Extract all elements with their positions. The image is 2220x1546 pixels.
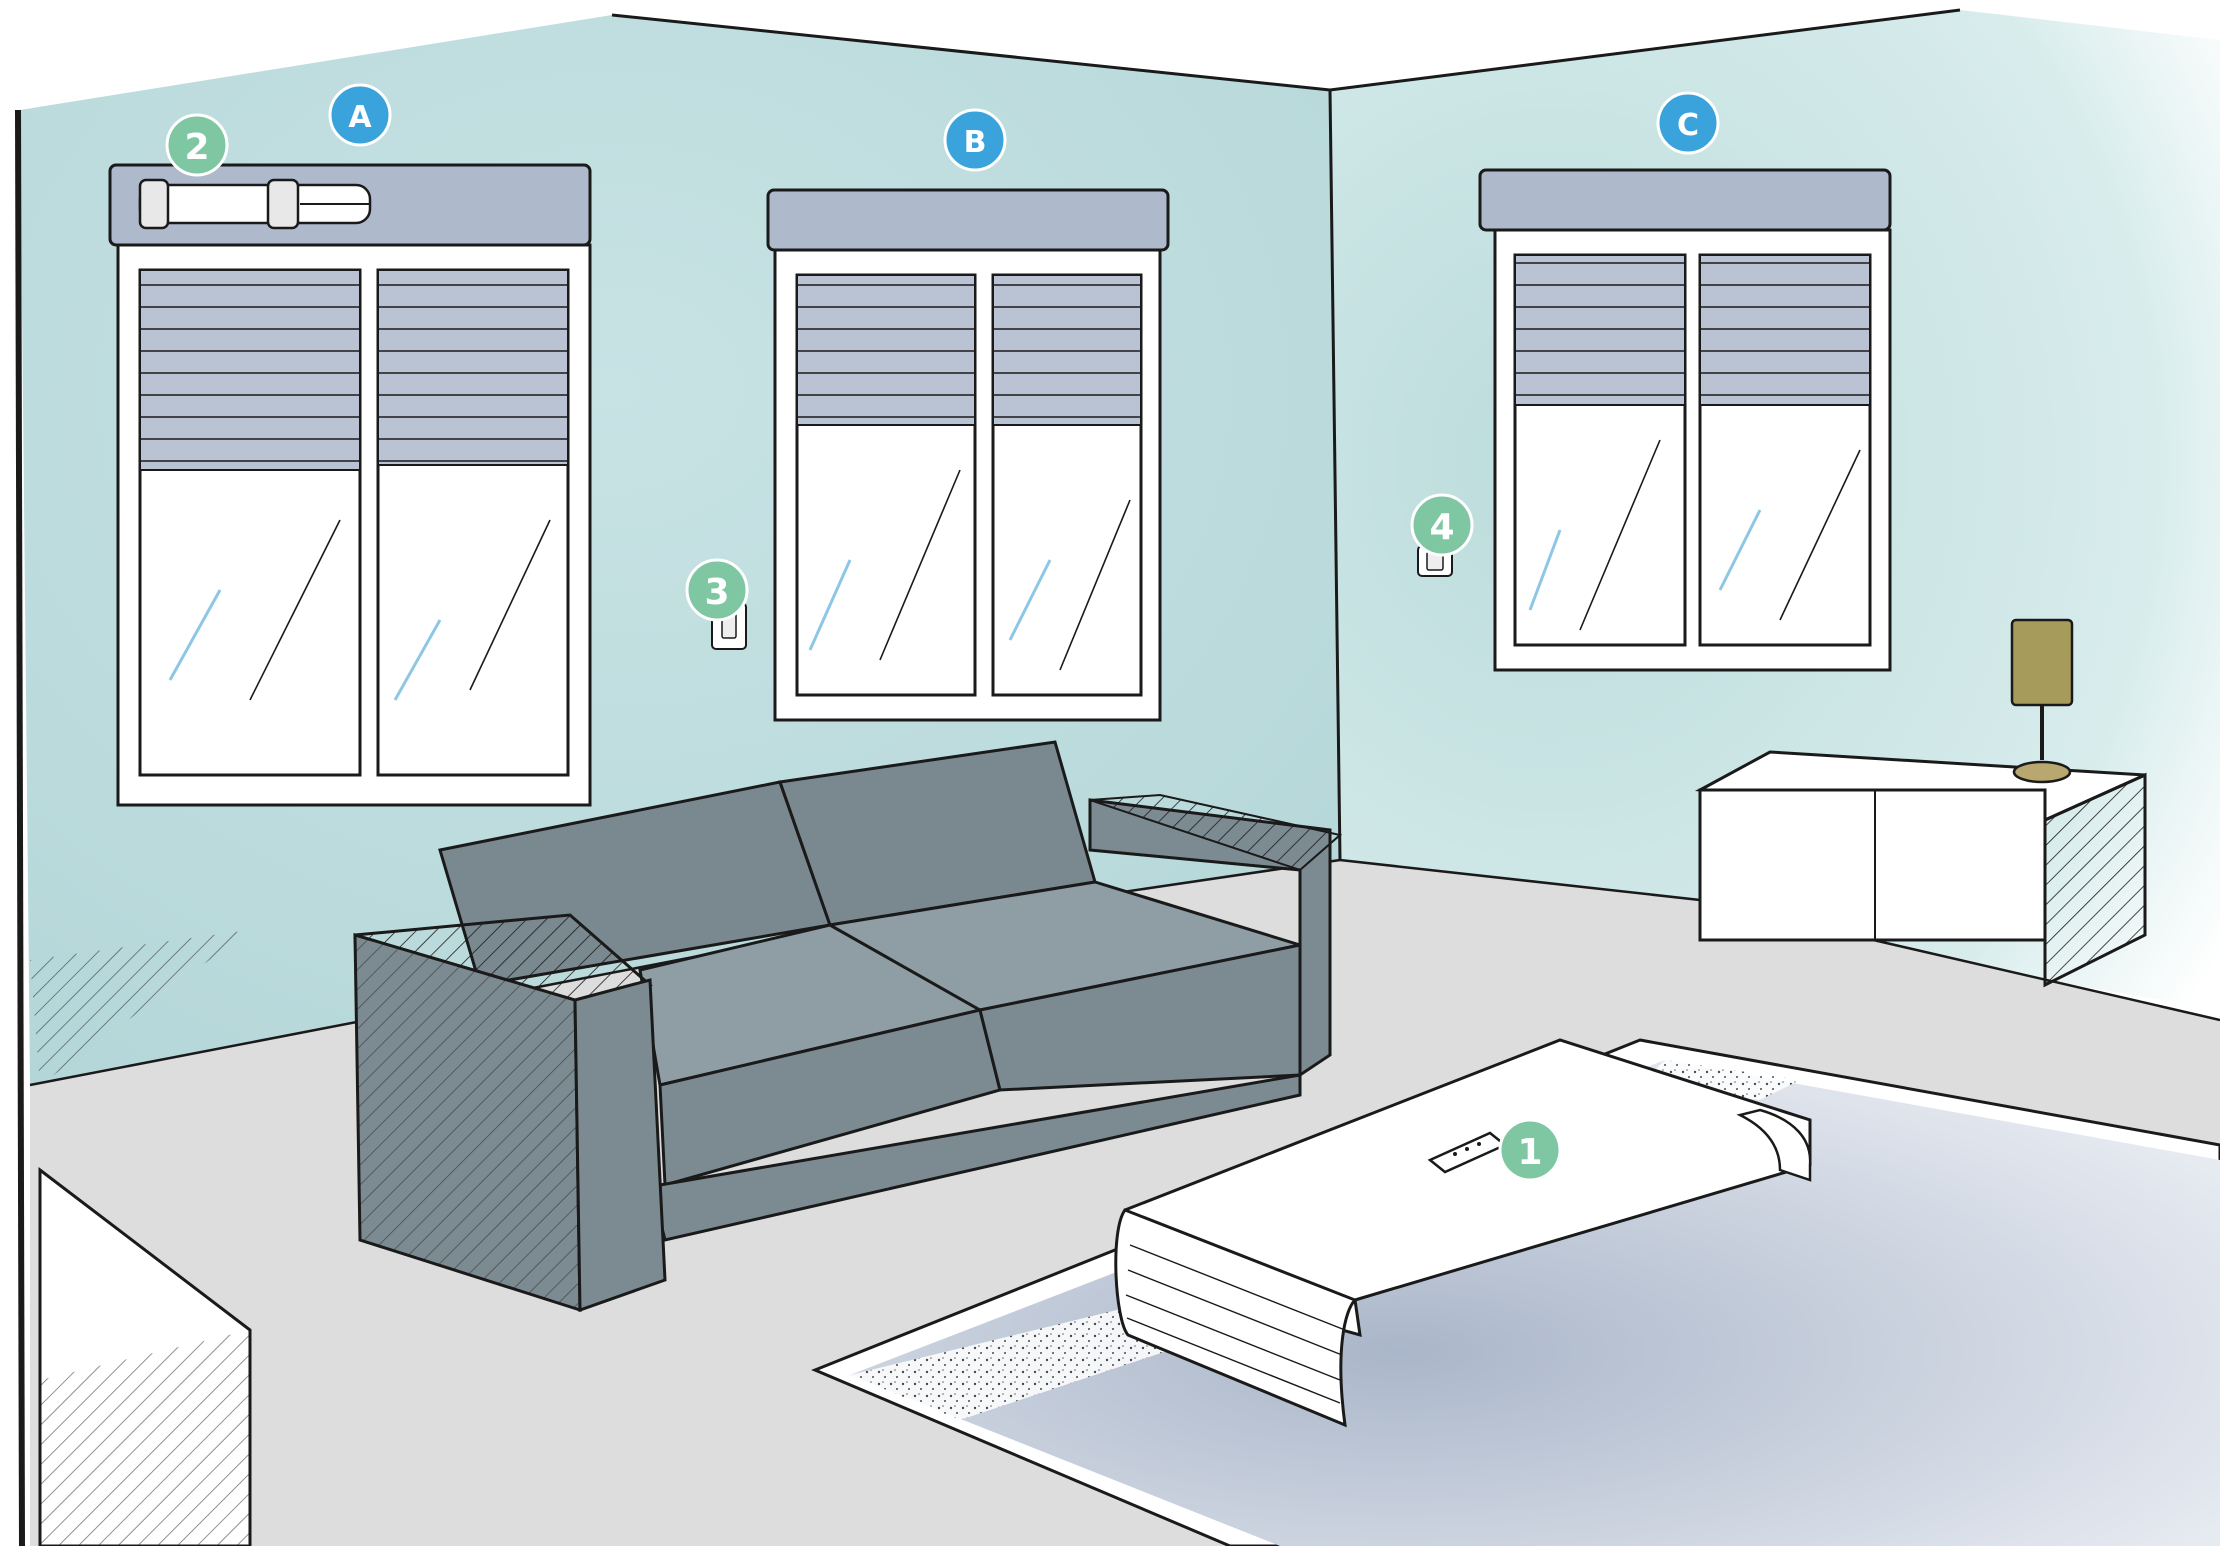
shutter-b-left xyxy=(797,275,975,425)
marker-1-label: 1 xyxy=(1517,1132,1542,1173)
window-b xyxy=(768,190,1168,720)
shutter-a-left xyxy=(140,270,360,470)
marker-window-a: A xyxy=(330,85,390,145)
tubular-motor-icon xyxy=(140,180,370,228)
marker-window-c: C xyxy=(1658,93,1718,153)
marker-4-label: 4 xyxy=(1429,507,1454,548)
marker-2-label: 2 xyxy=(184,127,209,168)
marker-wall-switch-left: 3 xyxy=(687,560,747,620)
marker-b-label: B xyxy=(964,125,987,160)
marker-a-label: A xyxy=(348,100,372,135)
shutter-box-c xyxy=(1480,170,1890,230)
shutter-c-left xyxy=(1515,255,1685,405)
shutter-box-b xyxy=(768,190,1168,250)
shutter-a-right xyxy=(378,270,568,465)
marker-window-b: B xyxy=(945,110,1005,170)
shutter-b-right xyxy=(993,275,1141,425)
marker-c-label: C xyxy=(1677,108,1699,143)
marker-shutter-motor: 2 xyxy=(167,115,227,175)
shutter-c-right xyxy=(1700,255,1870,405)
window-a xyxy=(110,165,590,805)
marker-remote-control: 1 xyxy=(1500,1120,1560,1180)
marker-3-label: 3 xyxy=(704,572,729,613)
window-c xyxy=(1480,170,1890,670)
marker-wall-switch-right: 4 xyxy=(1412,495,1472,555)
